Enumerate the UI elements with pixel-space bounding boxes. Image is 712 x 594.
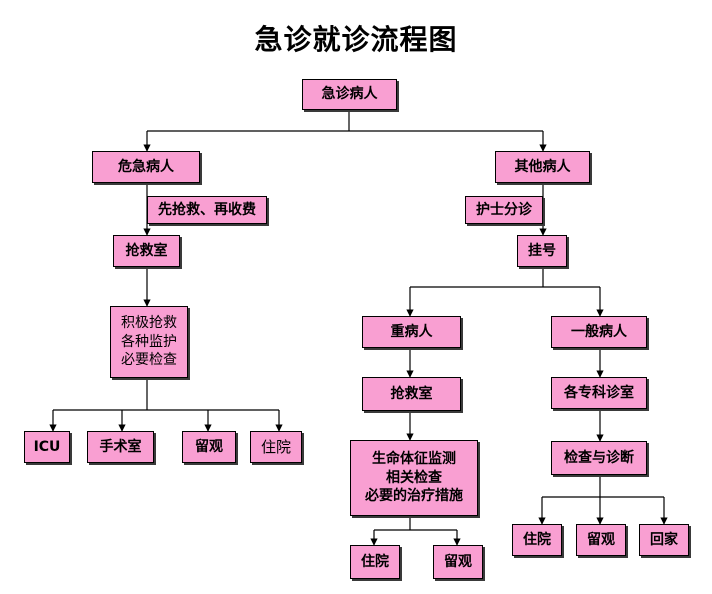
critical-action-line: 积极抢救: [121, 314, 177, 331]
node-critical-rescue-room: 抢救室: [113, 235, 180, 267]
node-other-patient: 其他病人: [495, 151, 590, 183]
node-go-home: 回家: [639, 524, 689, 556]
node-severe-admission: 住院: [350, 545, 400, 579]
node-general-observation: 留观: [576, 524, 626, 556]
node-emergency-patient: 急诊病人: [302, 79, 397, 110]
node-critical-admission: 住院: [250, 431, 302, 463]
node-icu: ICU: [24, 431, 70, 463]
critical-action-line: 各种监护: [121, 333, 177, 350]
node-severe-observation: 留观: [433, 545, 483, 579]
node-specialty-clinic: 各专科诊室: [551, 377, 647, 409]
severe-action-line: 必要的治疗措施: [365, 488, 463, 505]
node-exam-diagnosis: 检查与诊断: [551, 441, 647, 475]
node-critical-actions: 积极抢救 各种监护 必要检查: [110, 306, 188, 378]
node-general-patient: 一般病人: [551, 316, 647, 348]
critical-action-line: 必要检查: [121, 352, 177, 369]
node-severe-rescue-room: 抢救室: [362, 377, 461, 411]
node-surgery-room: 手术室: [87, 431, 154, 463]
page-title: 急诊就诊流程图: [254, 23, 458, 56]
node-registration: 挂号: [517, 235, 567, 267]
node-critical-observation: 留观: [182, 431, 236, 463]
severe-action-line: 相关检查: [386, 469, 442, 486]
node-critical-patient: 危急病人: [92, 151, 200, 183]
severe-action-line: 生命体征监测: [372, 450, 456, 467]
node-rescue-first-note: 先抢救、再收费: [147, 196, 267, 224]
node-severe-patient: 重病人: [362, 316, 461, 348]
node-severe-actions: 生命体征监测 相关检查 必要的治疗措施: [350, 440, 478, 516]
node-general-admission: 住院: [512, 524, 562, 556]
node-nurse-triage: 护士分诊: [465, 196, 543, 224]
